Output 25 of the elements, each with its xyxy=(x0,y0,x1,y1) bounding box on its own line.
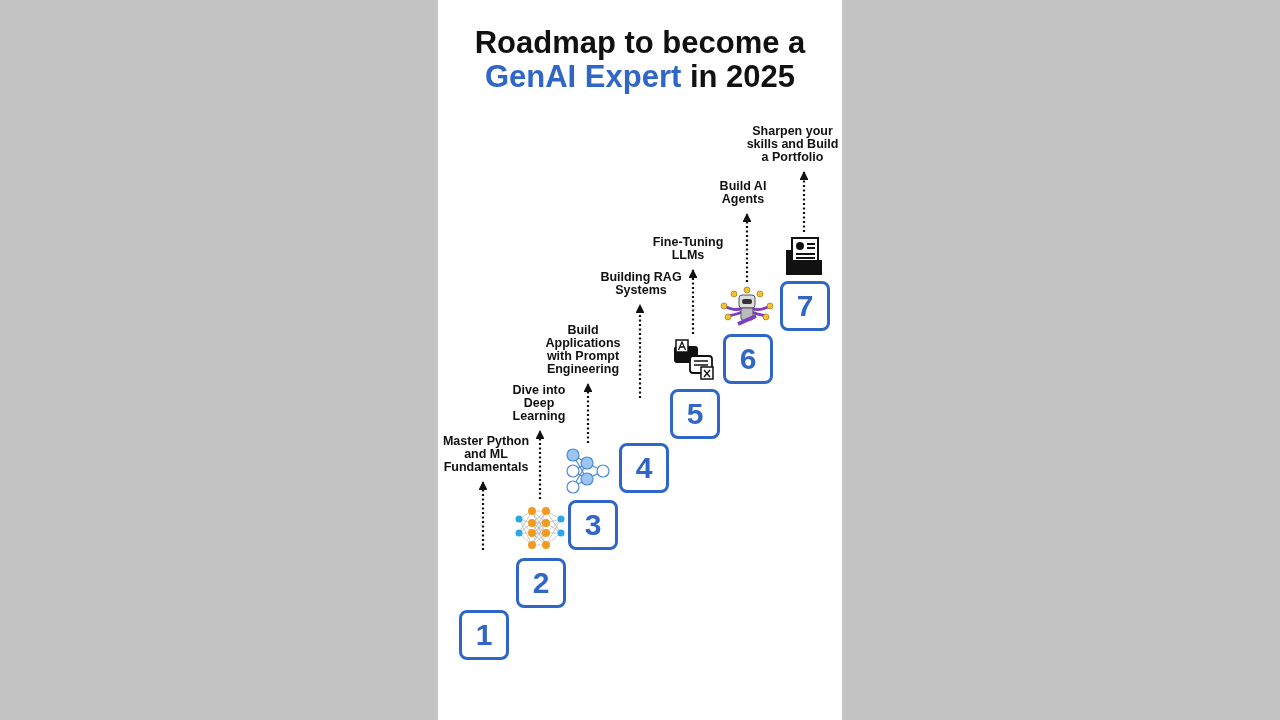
dotted-arrow xyxy=(583,383,593,443)
step-number: 6 xyxy=(723,334,773,384)
step-number: 3 xyxy=(568,500,618,550)
dotted-arrow xyxy=(535,430,545,499)
dotted-arrow xyxy=(799,171,809,232)
step-label: Build Applications with Prompt Engineering xyxy=(541,324,625,376)
step-number: 2 xyxy=(516,558,566,608)
step-label: Sharpen your skills and Build a Portfolio xyxy=(744,125,841,164)
robot-icon xyxy=(720,286,774,328)
step-number: 1 xyxy=(459,610,509,660)
step-number: 4 xyxy=(619,443,669,493)
dotted-arrow xyxy=(742,213,752,282)
step-label: Master Python and ML Fundamentals xyxy=(440,435,532,474)
step-label: Build AI Agents xyxy=(708,180,778,206)
step-number: 5 xyxy=(670,389,720,439)
dotted-arrow xyxy=(478,481,488,550)
step-label: Dive into Deep Learning xyxy=(500,384,578,423)
title: Roadmap to become a GenAI Expert in 2025 xyxy=(473,26,807,94)
dotted-arrow xyxy=(688,269,698,334)
dotted-arrow xyxy=(635,304,645,398)
step-label: Building RAG Systems xyxy=(590,271,692,297)
neural-network-icon xyxy=(565,447,611,495)
portfolio-folder-icon xyxy=(784,236,824,276)
step-label: Fine-Tuning LLMs xyxy=(642,236,734,262)
step-number: 7 xyxy=(780,281,830,331)
